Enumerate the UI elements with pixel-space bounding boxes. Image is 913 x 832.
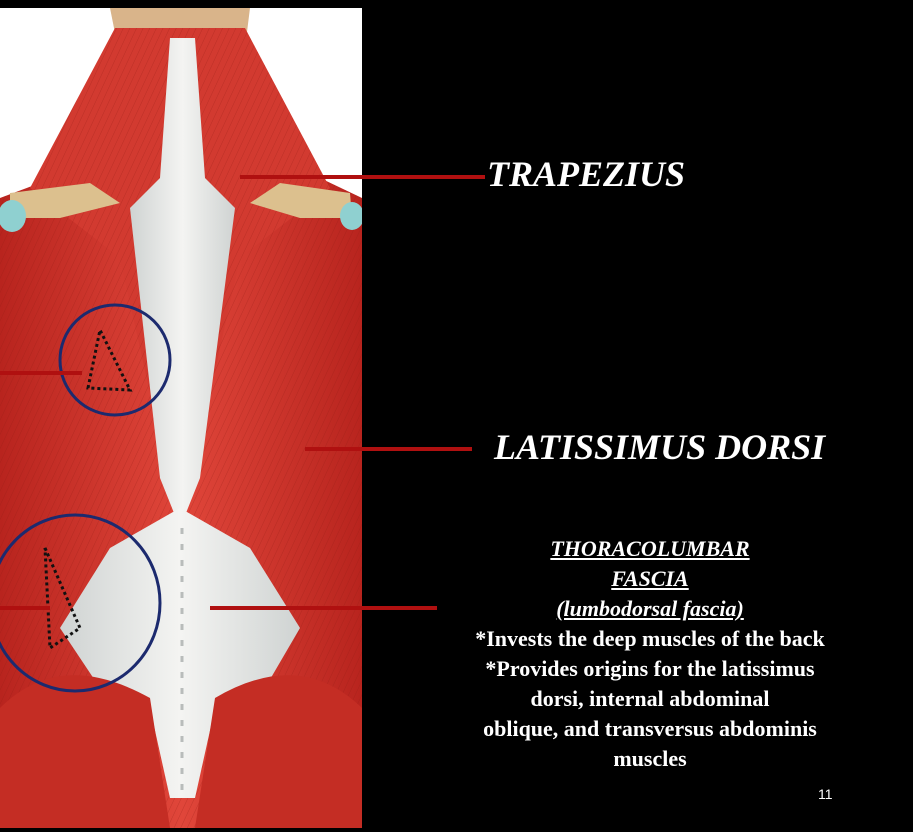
fascia-desc-2: *Provides origins for the latissimus (485, 656, 815, 681)
left-scapula-spine (10, 183, 120, 218)
left-acromion (0, 200, 26, 232)
thoracolumbar-fascia-text: THORACOLUMBAR FASCIA (lumbodorsal fascia… (430, 534, 870, 774)
fascia-title-line2: FASCIA (611, 566, 689, 591)
trapezius-label: TRAPEZIUS (487, 154, 686, 194)
fascia-subtitle: (lumbodorsal fascia) (556, 596, 744, 621)
fascia-desc-1: *Invests the deep muscles of the back (475, 626, 825, 651)
fascia-desc-5: muscles (613, 746, 687, 771)
fascia-desc-4: oblique, and transversus abdominis (483, 716, 817, 741)
right-acromion (340, 202, 362, 230)
back-muscles-drawing (0, 8, 362, 828)
slide-number: 11 (818, 786, 833, 802)
lumbar-triangle-circle (0, 513, 162, 693)
right-gluteal (195, 675, 362, 828)
auscultation-triangle (86, 325, 133, 392)
right-scapula-spine (250, 183, 352, 218)
anatomy-illustration (0, 8, 362, 828)
lumbar-triangle (43, 547, 82, 651)
auscultation-triangle-circle (58, 303, 172, 417)
thoracolumbar-fascia (60, 508, 300, 798)
fascia-desc-3: dorsi, internal abdominal (530, 686, 770, 711)
left-gluteal (0, 675, 170, 828)
fascia-title-line1: THORACOLUMBAR (550, 536, 750, 561)
latissimus-dorsi-label: LATISSIMUS DORSI (494, 427, 826, 467)
spinal-aponeurosis (130, 38, 235, 528)
